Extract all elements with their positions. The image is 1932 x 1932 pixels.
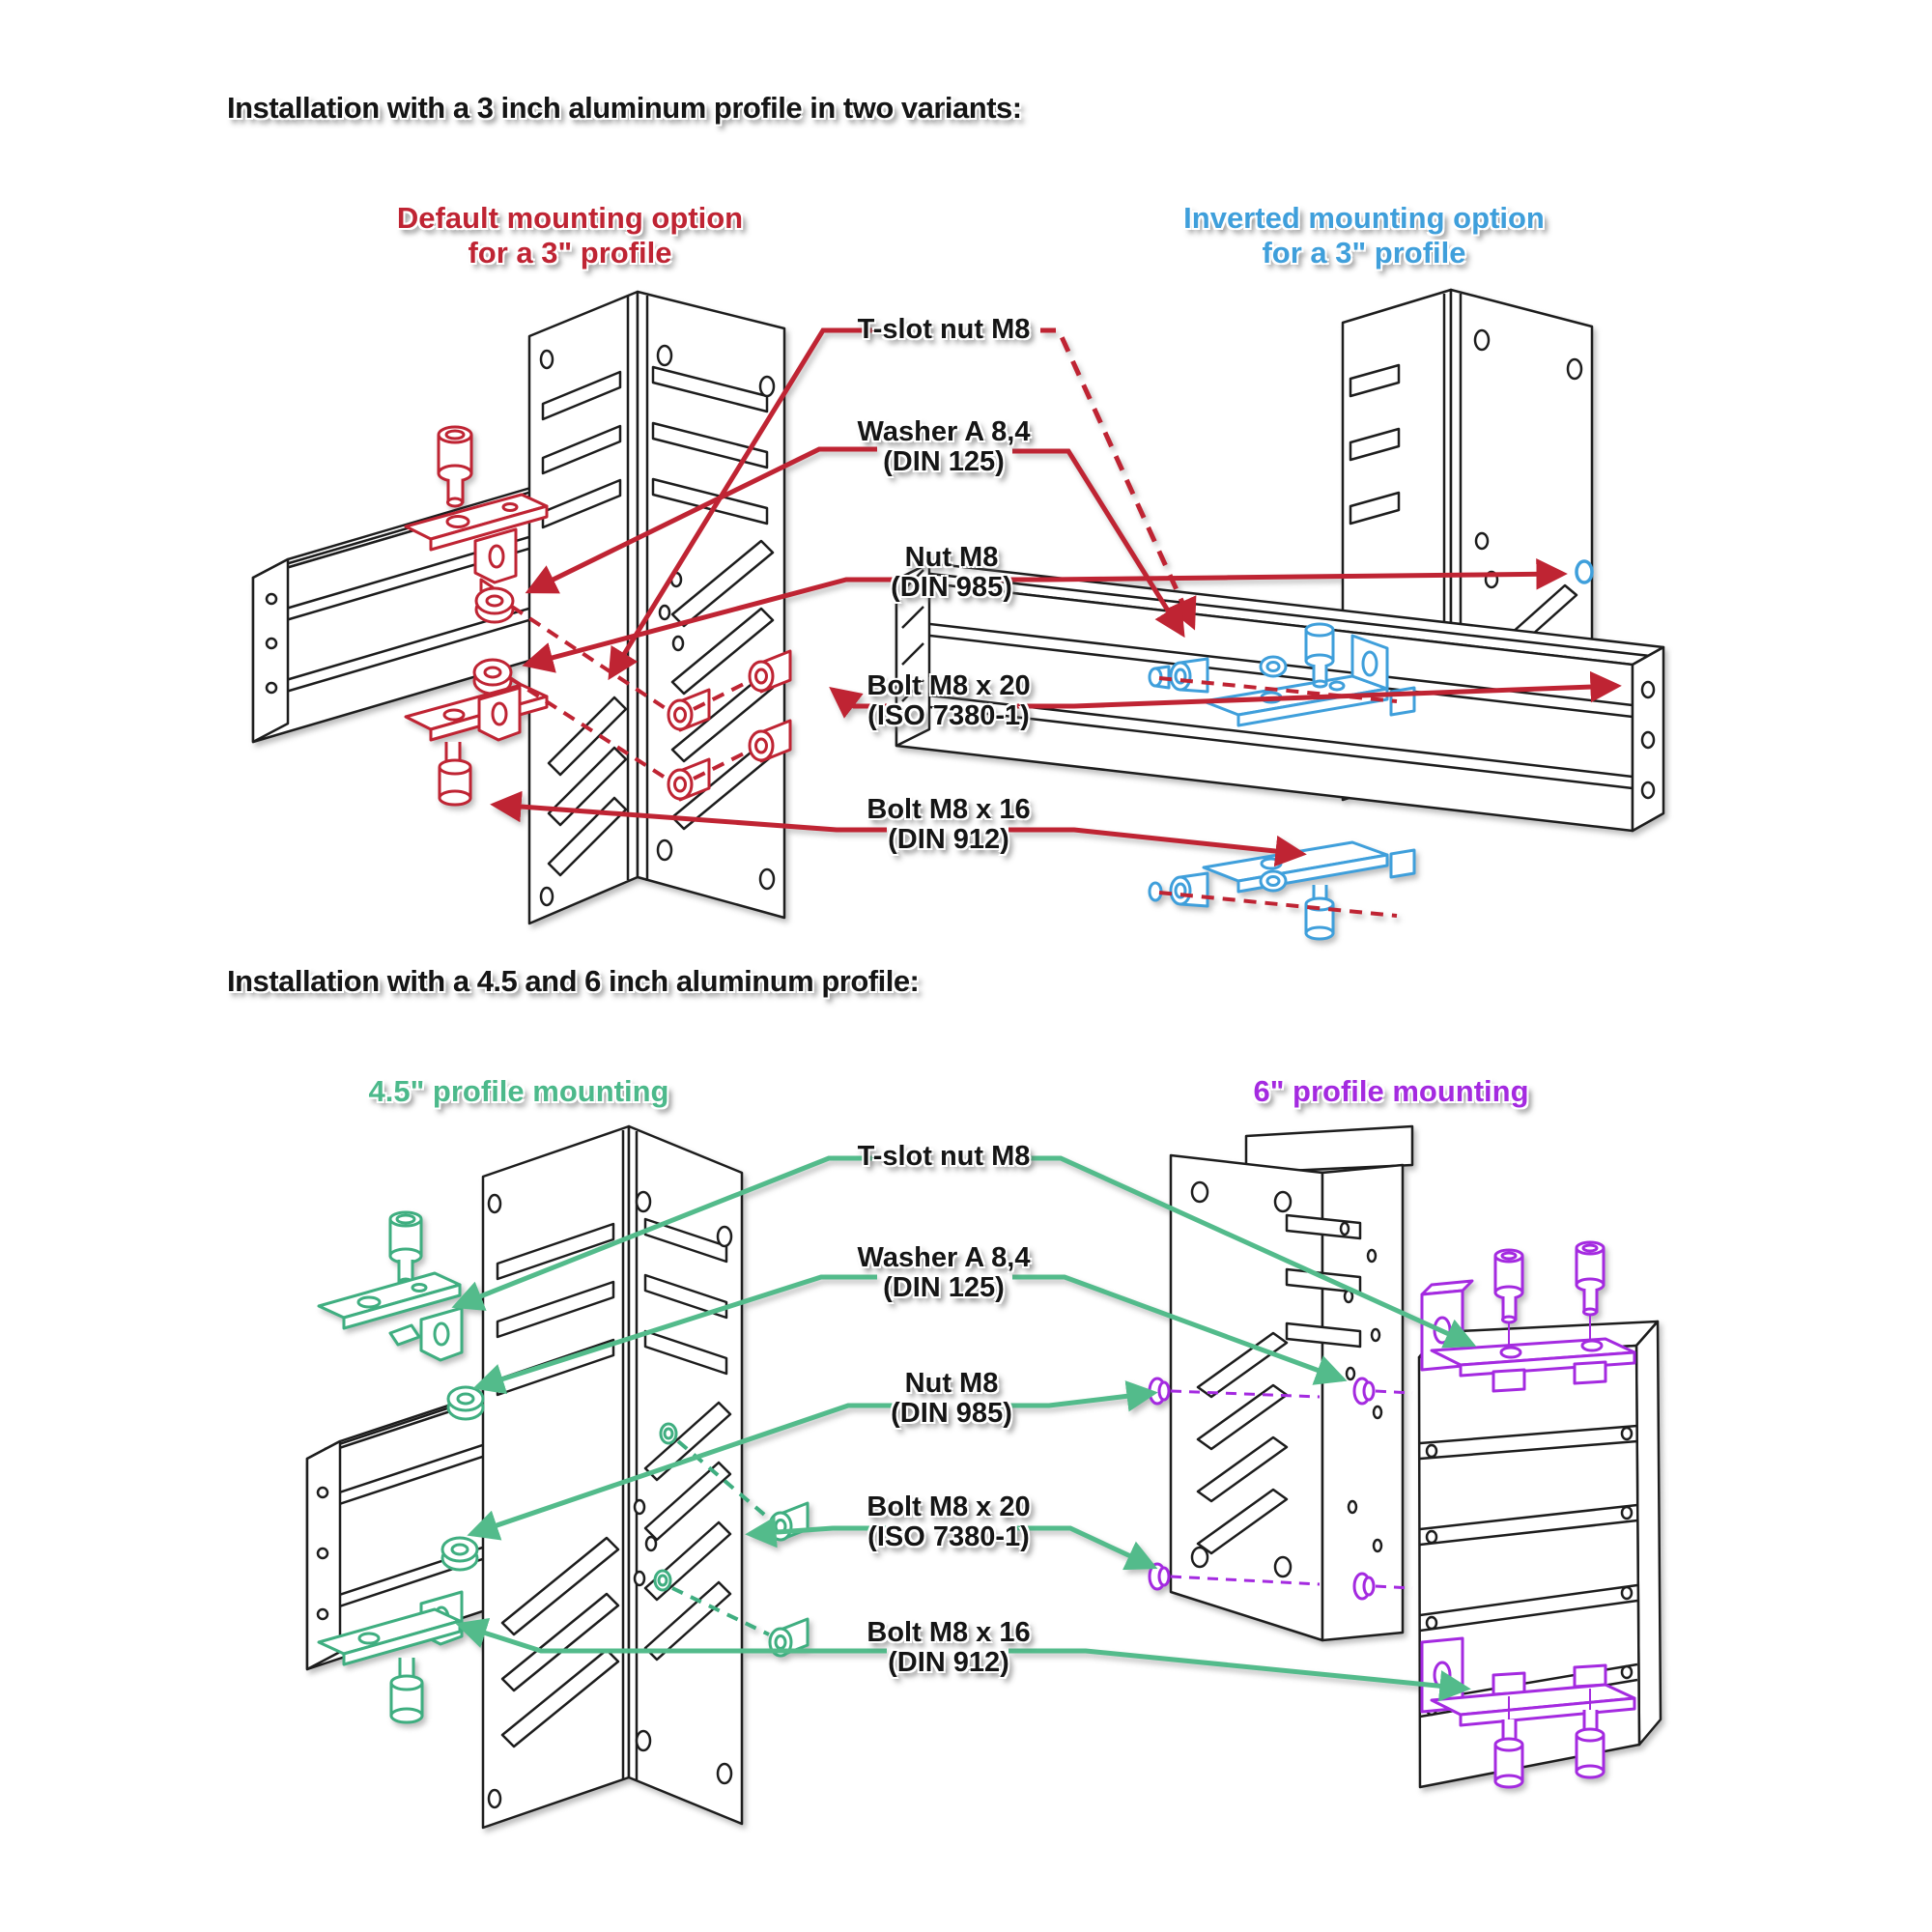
- diagram-inverted-3in: [895, 288, 1665, 941]
- variant-line1: 4.5" profile mounting: [368, 1074, 669, 1108]
- part-label-bolt-m8x16-bottom: Bolt M8 x 16 (DIN 912): [867, 1617, 1031, 1679]
- part-label-washer-top: Washer A 8,4 (DIN 125): [857, 416, 1031, 478]
- part-label-bolt-m8x16-top: Bolt M8 x 16 (DIN 912): [867, 794, 1031, 856]
- section-title-45-6in: Installation with a 4.5 and 6 inch alumi…: [227, 964, 920, 998]
- part-label-bolt-m8x20-bottom: Bolt M8 x 20 (ISO 7380-1): [867, 1492, 1030, 1553]
- variant-title-6in: 6" profile mounting: [1253, 1074, 1528, 1109]
- leader-lines-top: [490, 327, 1622, 867]
- part-name: Bolt M8 x 20: [867, 1492, 1031, 1522]
- part-label-tslot-nut-top: T-slot nut M8: [857, 314, 1031, 345]
- part-standard: (DIN 125): [883, 446, 1005, 478]
- part-name: T-slot nut M8: [857, 314, 1031, 345]
- diagram-45in: [305, 1124, 810, 1830]
- part-label-nut-m8-bottom: Nut M8 (DIN 985): [891, 1368, 1012, 1430]
- part-standard: (DIN 985): [891, 1398, 1012, 1430]
- variant-line1: Inverted mounting option: [1183, 201, 1545, 235]
- variant-line1: Default mounting option: [396, 201, 744, 235]
- fasteners-red: [404, 425, 792, 807]
- variant-title-45in: 4.5" profile mounting: [369, 1074, 669, 1109]
- mounting-bracket-6in: [1169, 1124, 1414, 1642]
- part-standard: (ISO 7380-1): [867, 1521, 1030, 1553]
- variant-line2: for a 3" profile: [468, 235, 672, 270]
- part-standard: (DIN 912): [888, 1647, 1009, 1679]
- fasteners-blue: [1148, 622, 1416, 941]
- diagram-6in: [1148, 1124, 1662, 1789]
- part-label-nut-m8-top: Nut M8 (DIN 985): [891, 542, 1012, 604]
- mounting-bracket-3in: [527, 290, 786, 925]
- part-name: Bolt M8 x 16: [867, 1617, 1031, 1648]
- part-name: Nut M8: [904, 542, 999, 573]
- variant-title-inverted-3in: Inverted mounting option for a 3" profil…: [1183, 201, 1545, 270]
- part-standard: (DIN 985): [891, 572, 1012, 604]
- section-title-3in: Installation with a 3 inch aluminum prof…: [227, 91, 1022, 125]
- part-standard: (DIN 912): [888, 824, 1009, 856]
- part-standard: (ISO 7380-1): [867, 700, 1030, 732]
- part-label-washer-bottom: Washer A 8,4 (DIN 125): [857, 1242, 1031, 1304]
- part-name: T-slot nut M8: [857, 1141, 1031, 1172]
- part-label-tslot-nut-bottom: T-slot nut M8: [857, 1141, 1031, 1172]
- part-label-bolt-m8x20-top: Bolt M8 x 20 (ISO 7380-1): [867, 670, 1031, 732]
- mounting-bracket-45in: [481, 1124, 744, 1830]
- leader-lines-bottom: [451, 1155, 1477, 1702]
- part-name: Bolt M8 x 20: [867, 670, 1031, 701]
- part-name: Washer A 8,4: [857, 416, 1031, 447]
- variant-line2: for a 3" profile: [1262, 235, 1466, 270]
- diagram-default-3in: [251, 290, 792, 925]
- variant-line1: 6" profile mounting: [1253, 1074, 1529, 1108]
- part-name: Washer A 8,4: [857, 1242, 1031, 1273]
- variant-title-default-3in: Default mounting option for a 3" profile: [397, 201, 743, 270]
- part-name: Bolt M8 x 16: [867, 794, 1031, 825]
- part-standard: (DIN 125): [883, 1272, 1005, 1304]
- part-name: Nut M8: [904, 1368, 999, 1399]
